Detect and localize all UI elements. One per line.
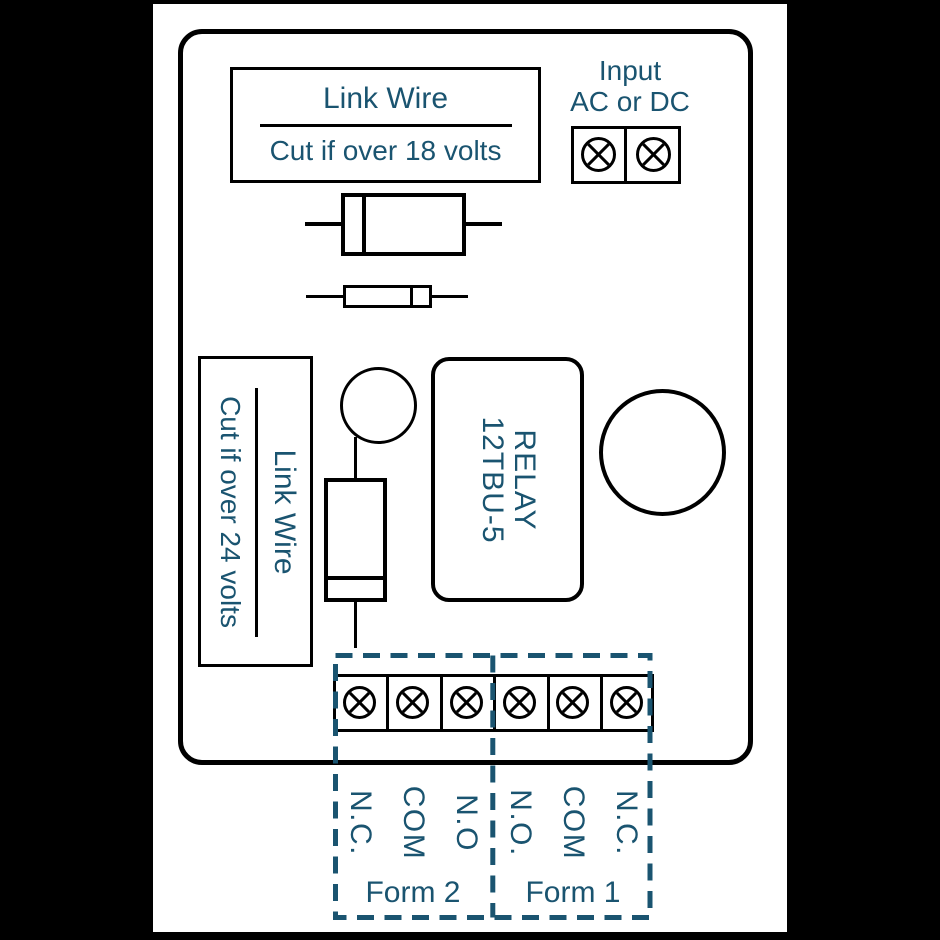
screw-terminal-icon [343,686,376,719]
notice-divider [259,123,512,127]
relay-label: RELAY 12TBU-5 [476,416,541,544]
diode-lead-right [464,222,502,226]
relay-label-line1: RELAY [508,429,541,531]
fuse-lead-right [430,295,468,298]
terminal-divider [493,674,496,732]
diode-band [362,193,366,256]
pin-label: N.O. [504,789,537,857]
input-label-line2: AC or DC [570,86,690,117]
round-component [340,367,417,444]
pin-label: COM [557,785,590,861]
link-wire-notice-top: Link Wire Cut if over 18 volts [230,67,541,183]
form1-label: Form 1 [525,876,621,909]
relay-label-line2: 12TBU-5 [476,416,509,544]
screw-terminal-icon [503,686,536,719]
screw-terminal-icon [396,686,429,719]
large-round-component [599,389,726,516]
pin-label: N.C. [344,790,377,856]
input-label-line1: Input [598,55,662,86]
screw-terminal-icon [581,137,616,172]
pin-label: N.O [450,794,483,852]
terminal-divider [386,674,389,732]
form2-label: Form 2 [365,876,461,909]
component-lead-bottom [354,600,357,648]
fuse-lead-left [306,295,345,298]
fuse-symbol [343,285,432,308]
screw-terminal-icon [636,137,671,172]
notice-title: Link Wire [322,81,449,115]
terminal-divider [547,674,550,732]
side-notice-subtitle: Cut if over 24 volts [215,396,246,628]
diode-symbol [341,193,466,256]
input-terminal-divider [624,126,627,184]
input-label: Input AC or DC [540,55,720,117]
component-lead-top [354,437,357,480]
pin-label: COM [397,785,430,861]
terminal-divider [440,674,443,732]
diode-lead-left [305,222,343,226]
side-notice-title: Link Wire [268,449,301,575]
notice-subtitle: Cut if over 18 volts [269,135,502,167]
vertical-diode-symbol [324,478,387,602]
screw-terminal-icon [610,686,643,719]
pin-label: N.C. [610,790,643,856]
fuse-band [410,285,413,308]
relay-body [431,357,584,602]
vertical-diode-band [324,576,387,580]
side-notice-divider [255,388,258,637]
screw-terminal-icon [450,686,483,719]
screw-terminal-icon [556,686,589,719]
terminal-divider [600,674,603,732]
